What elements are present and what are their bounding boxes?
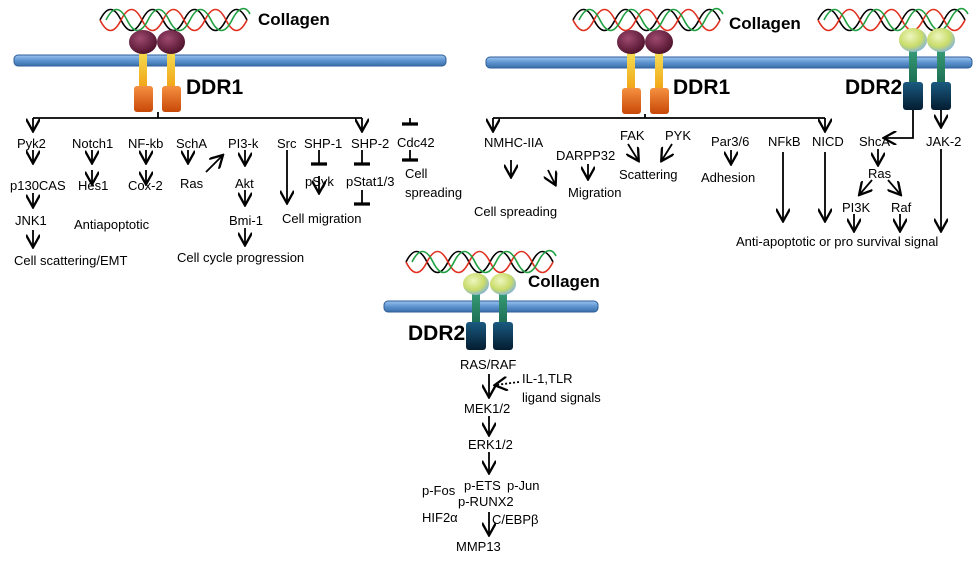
node-pyk: PYK bbox=[665, 128, 691, 143]
ddr1-label-left: DDR1 bbox=[186, 76, 243, 99]
arrows-bottom bbox=[489, 374, 520, 534]
node-pjun: p-Jun bbox=[507, 478, 540, 493]
panel-left-ddr1: Collagen DDR1 bbox=[10, 7, 462, 268]
node-p130cas: p130CAS bbox=[10, 178, 66, 193]
node-nmhc-iia: NMHC-IIA bbox=[484, 135, 544, 150]
node-ras-right: Ras bbox=[868, 166, 892, 181]
collagen-helix-right-1 bbox=[572, 7, 724, 32]
node-fak: FAK bbox=[620, 128, 645, 143]
ddr1-label-right: DDR1 bbox=[673, 76, 730, 99]
node-survival-signal: Anti-apoptotic or pro survival signal bbox=[736, 234, 938, 249]
node-hes1: Hes1 bbox=[78, 178, 108, 193]
arrows-left bbox=[33, 112, 419, 246]
node-shca: ShcA bbox=[859, 134, 890, 149]
node-cell-spreading-line2: spreading bbox=[405, 185, 462, 200]
node-raf: Raf bbox=[891, 200, 912, 215]
membrane-right bbox=[485, 56, 973, 69]
membrane-bottom bbox=[383, 300, 599, 313]
ddr2-label-right: DDR2 bbox=[845, 76, 902, 99]
node-ras-left: Ras bbox=[180, 176, 204, 191]
node-antiapoptotic: Antiapoptotic bbox=[74, 217, 150, 232]
node-scha: SchA bbox=[176, 136, 207, 151]
collagen-label-right: Collagen bbox=[729, 14, 801, 33]
node-cell-spreading-line1: Cell bbox=[405, 166, 428, 181]
panel-bottom-ddr2: Collagen DDR2 RAS/RAF IL-1,TLR ligand si… bbox=[383, 249, 601, 554]
node-bmi1: Bmi-1 bbox=[229, 213, 263, 228]
node-jnk1: JNK1 bbox=[15, 213, 47, 228]
membrane-left bbox=[13, 54, 447, 67]
panel-right-ddr1-ddr2: Collagen DDR1 DDR2 bbox=[474, 7, 973, 249]
collagen-helix-right-2 bbox=[817, 7, 969, 32]
node-il1-tlr-line1: IL-1,TLR bbox=[522, 371, 573, 386]
ddr2-label-bottom: DDR2 bbox=[408, 322, 465, 345]
node-cell-migration: Cell migration bbox=[282, 211, 361, 226]
node-jak2: JAK-2 bbox=[926, 134, 961, 149]
node-pstat: pStat1/3 bbox=[346, 174, 394, 189]
ddr1-receptor-right bbox=[617, 30, 673, 114]
node-nicd: NICD bbox=[812, 134, 844, 149]
node-cell-scattering-emt: Cell scattering/EMT bbox=[14, 253, 127, 268]
node-migration: Migration bbox=[568, 185, 621, 200]
collagen-helix-bottom bbox=[405, 249, 557, 274]
ddr1-receptor-left bbox=[129, 30, 185, 112]
node-cell-spreading: Cell spreading bbox=[474, 204, 557, 219]
node-scattering: Scattering bbox=[619, 167, 678, 182]
node-cell-cycle: Cell cycle progression bbox=[177, 250, 304, 265]
ddr2-receptor-bottom bbox=[463, 273, 516, 350]
collagen-label-left: Collagen bbox=[258, 10, 330, 29]
node-erk: ERK1/2 bbox=[468, 437, 513, 452]
node-src: Src bbox=[277, 136, 297, 151]
node-adhesion: Adhesion bbox=[701, 170, 755, 185]
node-pfos: p-Fos bbox=[422, 483, 456, 498]
node-pets: p-ETS bbox=[464, 478, 501, 493]
ddr2-receptor-right bbox=[899, 28, 955, 110]
node-il1-tlr-line2: ligand signals bbox=[522, 390, 601, 405]
node-hif2a: HIF2α bbox=[422, 510, 458, 525]
node-pi3k-left: PI3-k bbox=[228, 136, 259, 151]
node-prunx2: p-RUNX2 bbox=[458, 494, 514, 509]
node-cdc42: Cdc42 bbox=[397, 135, 435, 150]
collagen-label-bottom: Collagen bbox=[528, 272, 600, 291]
node-akt: Akt bbox=[235, 176, 254, 191]
node-shp1: SHP-1 bbox=[304, 136, 342, 151]
node-pyk2: Pyk2 bbox=[17, 136, 46, 151]
node-shp2: SHP-2 bbox=[351, 136, 389, 151]
node-mmp13: MMP13 bbox=[456, 539, 501, 554]
collagen-helix-left bbox=[99, 7, 251, 32]
node-pi3k-right: PI3K bbox=[842, 200, 871, 215]
node-notch1: Notch1 bbox=[72, 136, 113, 151]
node-cox2: Cox-2 bbox=[128, 178, 163, 193]
arrows-right bbox=[493, 110, 941, 230]
node-cebpb: C/EBPβ bbox=[492, 512, 539, 527]
node-ras-raf: RAS/RAF bbox=[460, 357, 516, 372]
node-darpp32: DARPP32 bbox=[556, 148, 615, 163]
node-par36: Par3/6 bbox=[711, 134, 749, 149]
node-psyk: pSyk bbox=[305, 174, 334, 189]
node-nfkb-right: NFkB bbox=[768, 134, 801, 149]
node-mek: MEK1/2 bbox=[464, 401, 510, 416]
node-nfkb: NF-kb bbox=[128, 136, 163, 151]
